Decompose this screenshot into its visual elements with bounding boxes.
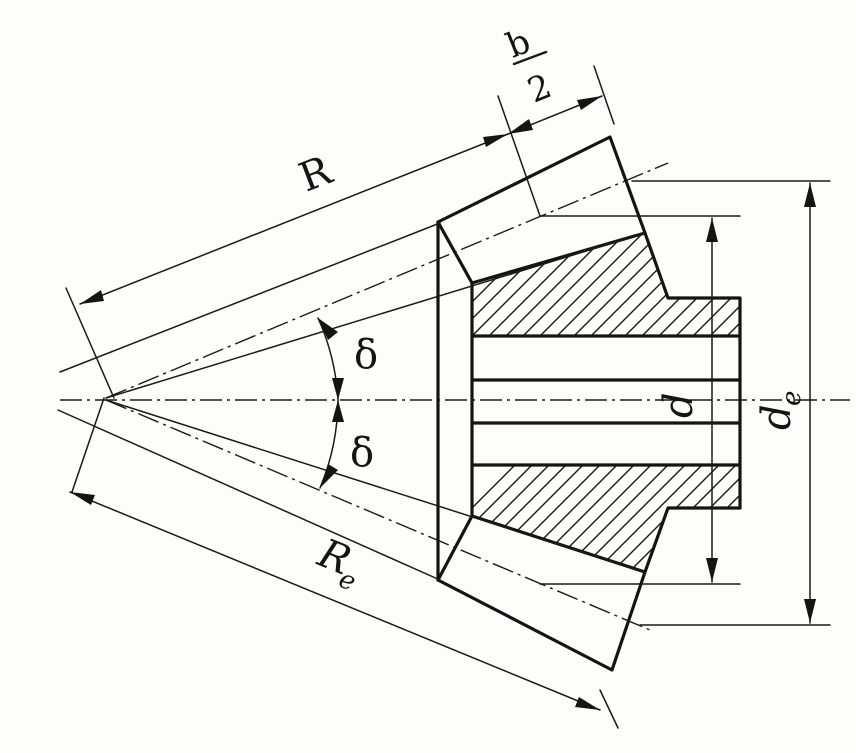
dimension-R	[79, 133, 509, 305]
label-d: d	[656, 392, 702, 418]
label-de-main: d	[754, 404, 800, 430]
construction-lines	[57, 65, 831, 729]
dimension-delta-arcs	[317, 317, 344, 489]
label-de-subscript: e	[777, 391, 807, 406]
label-2-denominator: 2	[522, 66, 557, 111]
pitch-cone-line-upper	[105, 162, 669, 399]
dimension-b-half	[507, 95, 603, 135]
hatch-line	[808, 220, 856, 340]
tooth-back-edge-bottom	[436, 514, 474, 582]
gear-outer-contour	[436, 135, 742, 672]
hatch-line	[472, 465, 538, 572]
root-cone-line-upper	[105, 232, 646, 399]
root-cone-line-lower	[105, 399, 646, 573]
hatch-line	[774, 460, 856, 580]
re-extension-end	[599, 689, 619, 729]
hatch-line	[757, 460, 856, 580]
hatch-line	[791, 460, 856, 580]
hatch-line	[552, 233, 674, 336]
apex-extension-lower	[71, 397, 105, 493]
hatch-line	[472, 233, 521, 336]
hatch-line	[472, 465, 555, 572]
hatch-line	[739, 233, 740, 336]
hatch-line	[535, 233, 657, 336]
hatch-line	[535, 465, 657, 572]
hatch-line	[671, 233, 740, 336]
hatch-line	[484, 233, 606, 336]
hatch-line	[501, 465, 623, 572]
hatch-line	[501, 233, 623, 336]
hatch-line	[705, 233, 740, 336]
label-Re: R e	[311, 530, 360, 598]
dimension-de	[804, 182, 816, 624]
hatch-line	[757, 220, 856, 340]
b-half-extension-left	[497, 95, 541, 217]
hatch-line	[705, 465, 740, 572]
pitch-cone-line-lower	[105, 399, 651, 631]
label-b-numerator: b	[501, 21, 536, 66]
hatch-line	[671, 465, 740, 572]
dimension-Re	[69, 491, 601, 711]
fraction-bar	[512, 50, 548, 66]
dimension-d	[706, 217, 718, 583]
hatch-line	[472, 465, 521, 572]
hatch-line	[620, 465, 740, 572]
label-delta-upper: δ	[354, 332, 378, 378]
hatch-line	[774, 220, 856, 340]
hatch-line	[518, 233, 640, 336]
hatch-line	[791, 220, 856, 340]
hatch-line	[518, 465, 640, 572]
hatch-line	[808, 460, 856, 580]
b-half-extension-right	[593, 65, 615, 125]
hatch-line	[484, 465, 606, 572]
hatch-line	[569, 465, 691, 572]
tooth-back-edge-top	[436, 220, 474, 285]
apex-line-upper	[59, 222, 441, 373]
label-delta-lower: δ	[350, 430, 374, 476]
hatch-line	[472, 465, 572, 572]
hatch-line	[739, 465, 740, 572]
hatch-line	[688, 233, 740, 336]
label-R: R	[293, 147, 339, 201]
apex-extension-upper	[65, 287, 115, 399]
hatch-line	[620, 233, 740, 336]
label-d-main: d	[656, 392, 702, 418]
label-de: d e	[754, 391, 807, 430]
apex-line-lower	[57, 409, 441, 581]
